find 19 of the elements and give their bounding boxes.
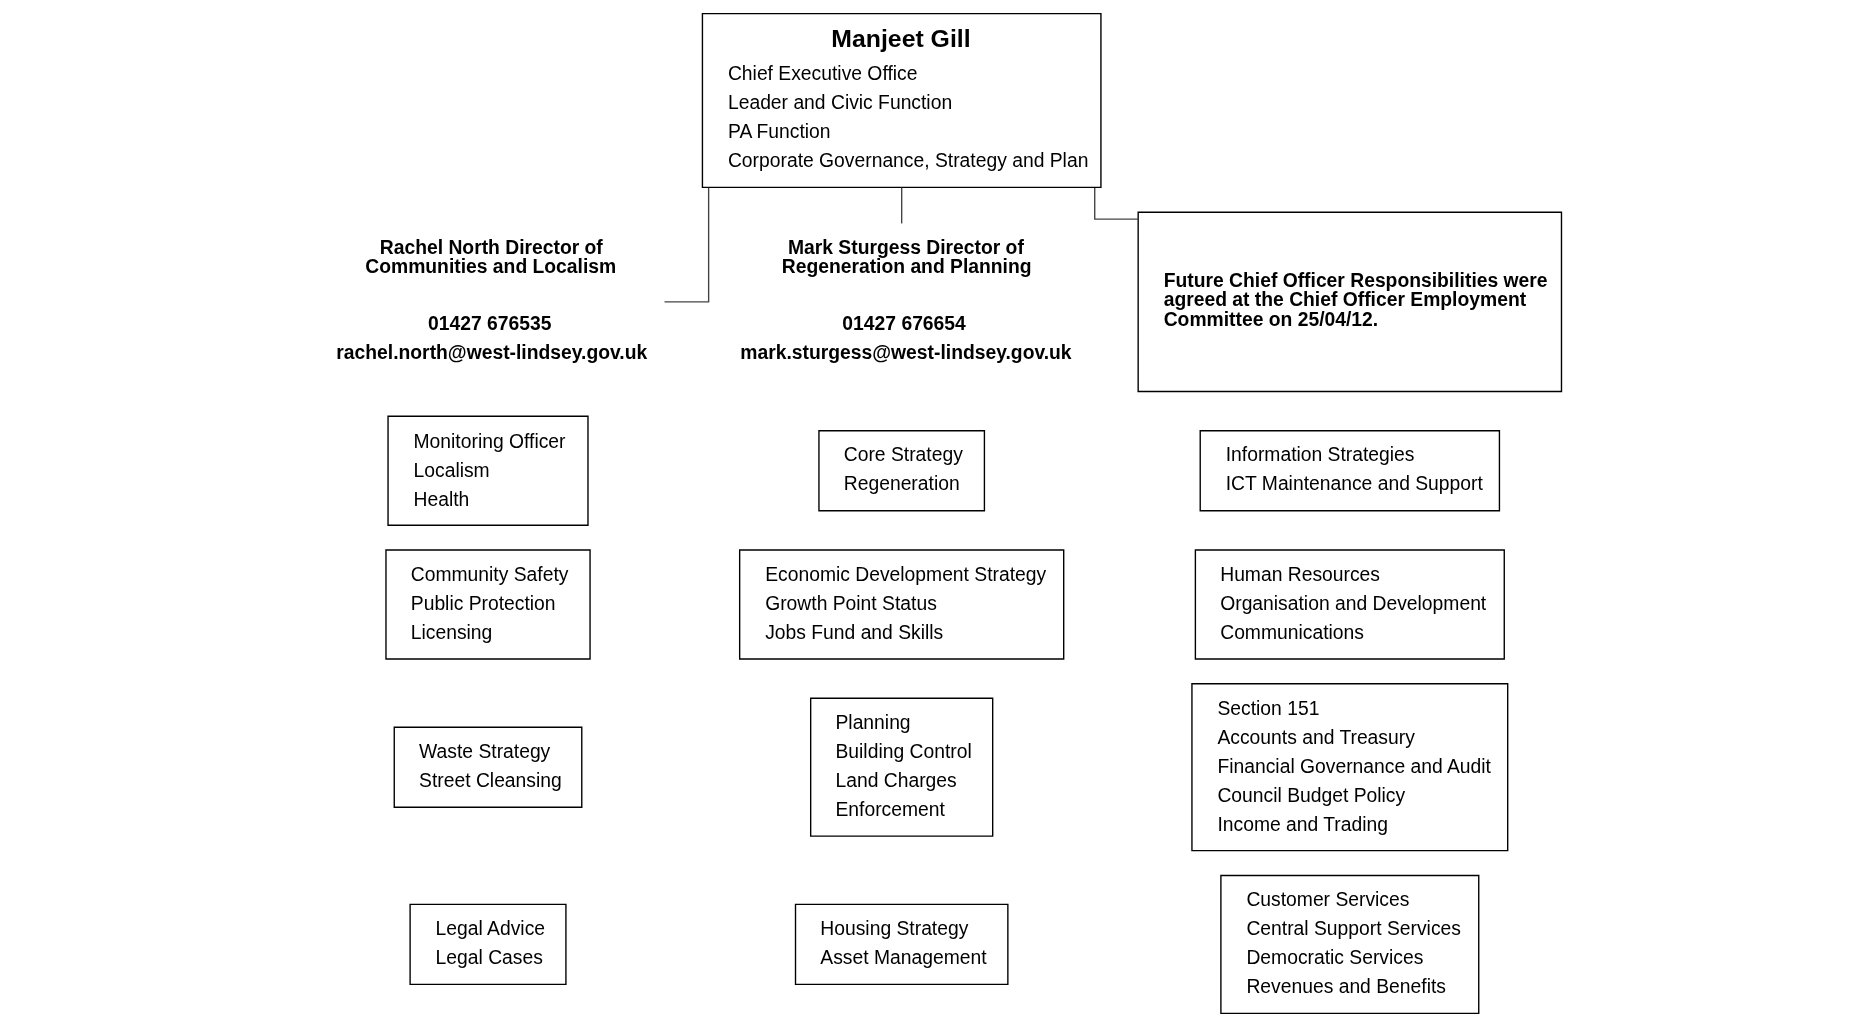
node-box: Housing Strategy Asset Management [794,903,1009,986]
node-box: Legal Advice Legal Cases [408,903,567,986]
node-box: Economic Development Strategy Growth Point Status Jobs Fund and Skills [738,549,1064,660]
node-text: Mark Sturgess Director of Regeneration and Planning 01427 676654 mark.sturgess@west-lindsey.gov.uk [739,236,1072,363]
node-box: Core Strategy Regeneration [817,430,985,512]
node-box: Manjeet Gill Chief Executive Office Leader and Civic Function PA Function Corporate Governance, Strategy and Plan [701,12,1102,189]
node-box: Waste Strategy Street Cleansing [393,726,582,808]
node-box: Monitoring Officer Localism Health [386,415,589,526]
connector [663,186,709,303]
node-box: Human Resources Organisation and Development Communications [1194,549,1505,660]
node-box: Community Safety Public Protection Licensing [384,549,591,660]
node-box: Information Strategies ICT Maintenance and Support [1199,430,1500,512]
node-box: Planning Building Control Land Charges Enforcement [809,697,993,837]
node-text: Rachel North Director of Communities and Localism 01427 676535 rachel.north@west-lindsey.gov.uk [335,236,647,363]
node-box: Future Chief Officer Responsibilities were agreed at the Chief Officer Employment Committee on 25/04/12. [1136,211,1562,393]
connector [1093,187,1139,220]
connector [900,186,902,225]
node-box: Section 151 Accounts and Treasury Financial Governance and Audit Council Budget Policy Income and Trading [1190,683,1508,852]
node-box: Customer Services Central Support Services Democratic Services Revenues and Benefits [1219,874,1479,1015]
